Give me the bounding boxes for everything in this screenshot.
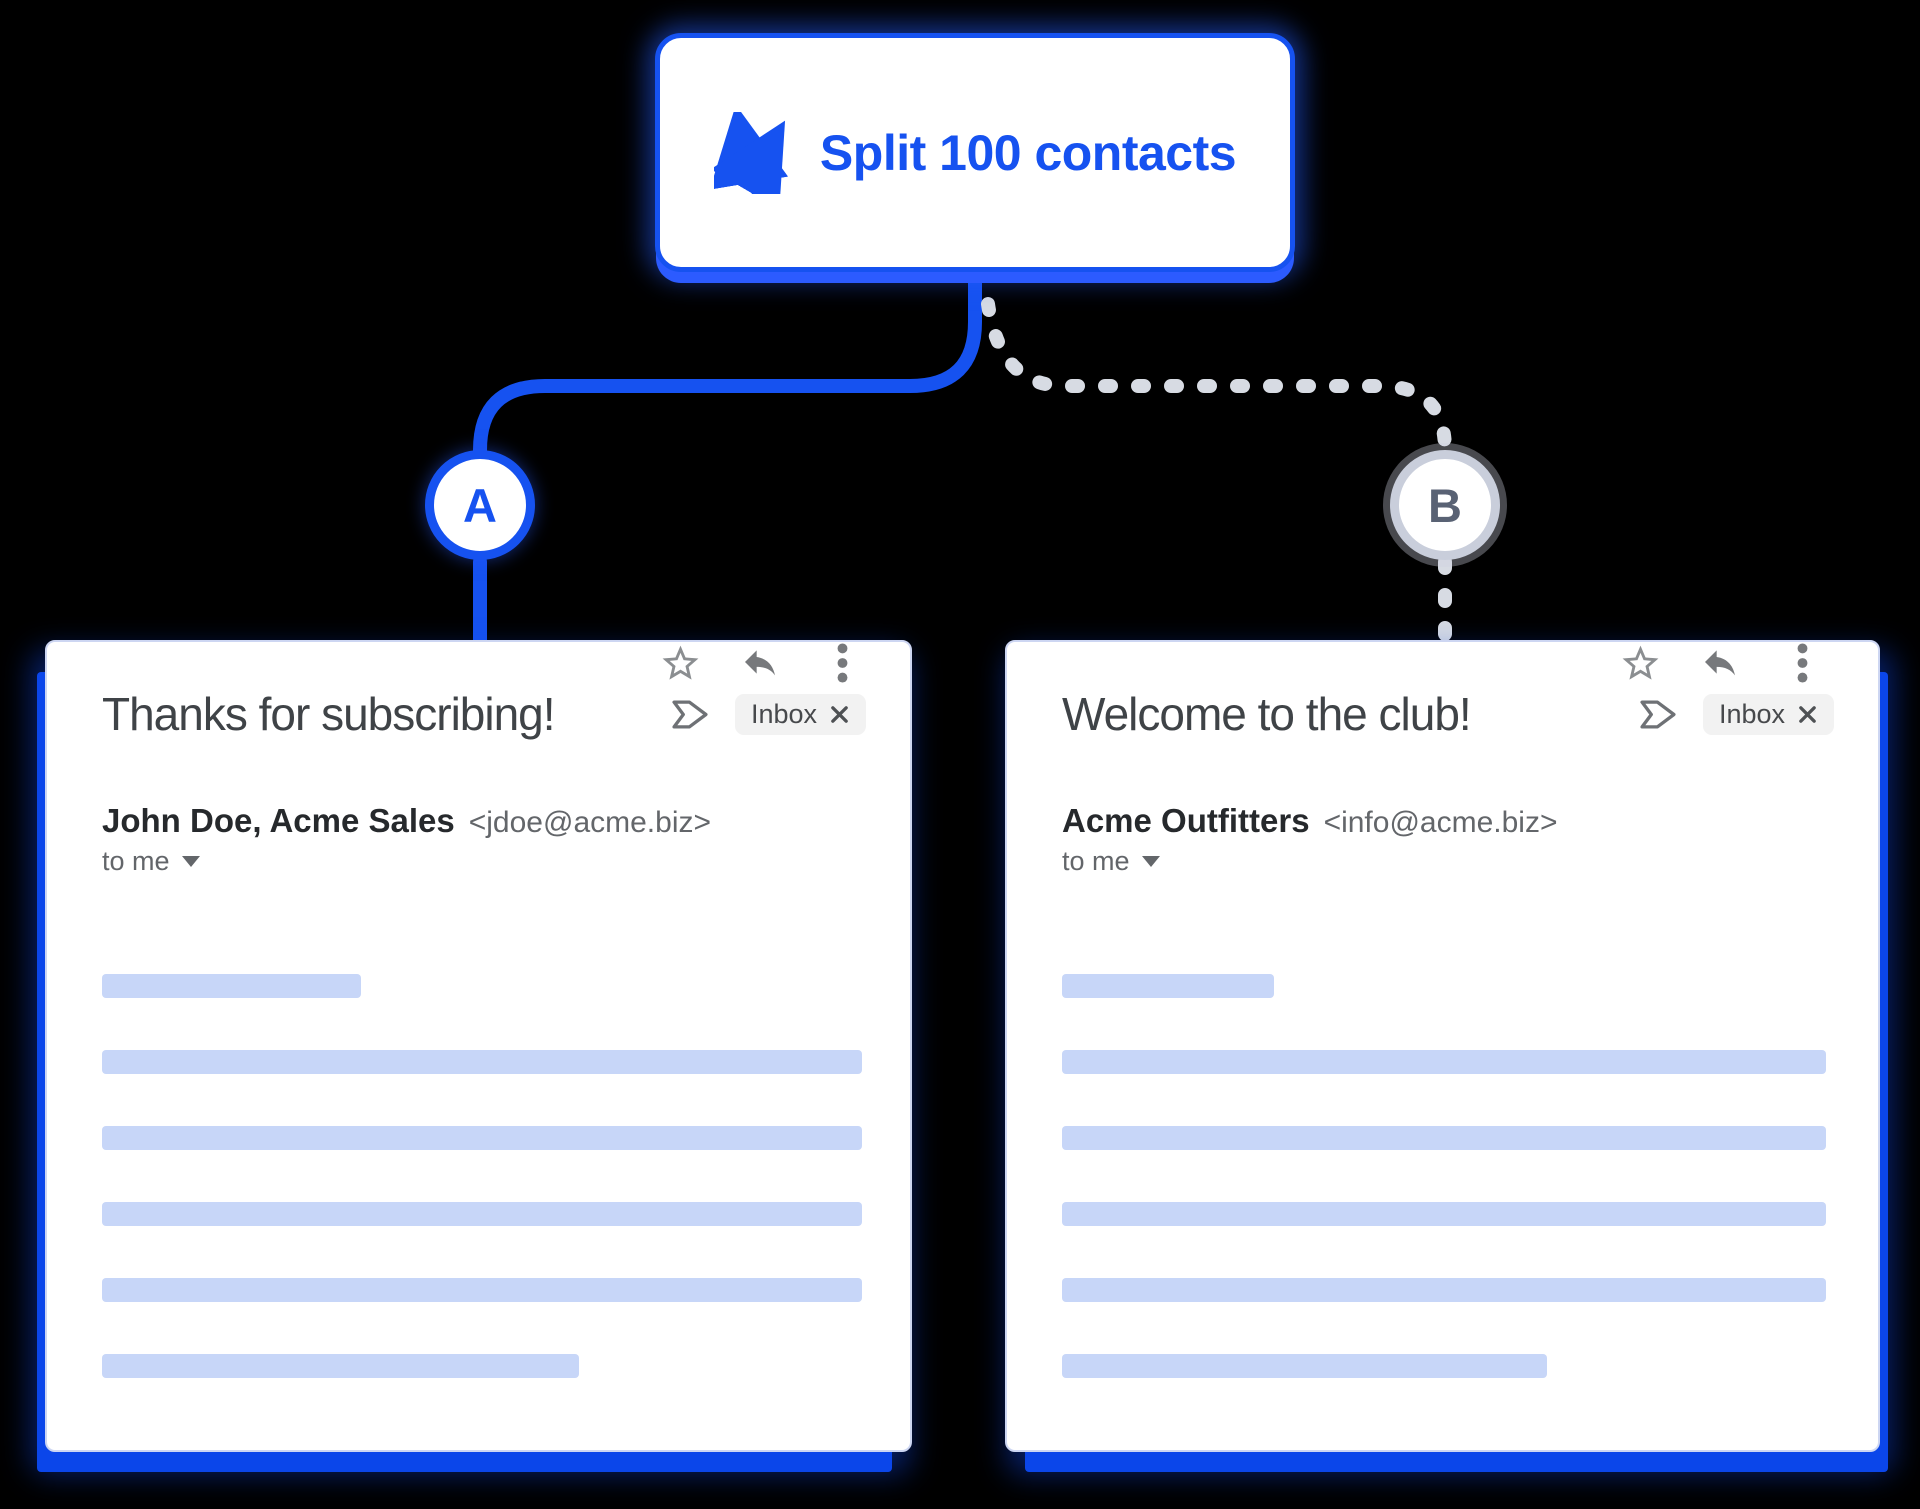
- recipient-row: to me: [102, 846, 200, 877]
- sender-name: John Doe, Acme Sales: [102, 802, 455, 839]
- placeholder-text-bar: [102, 1354, 579, 1378]
- close-icon[interactable]: [1797, 704, 1818, 725]
- branch-a-badge: A: [425, 450, 535, 560]
- sender-name: Acme Outfitters: [1062, 802, 1310, 839]
- email-body-placeholder: [1062, 974, 1826, 1430]
- split-arrows-icon: [713, 111, 789, 194]
- reply-icon[interactable]: [1699, 642, 1741, 682]
- placeholder-text-bar: [102, 1126, 862, 1150]
- sender-row: Acme Outfitters <info@acme.biz>: [1062, 802, 1557, 840]
- inbox-label-text: Inbox: [750, 698, 817, 729]
- branch-a-connector-line: [473, 265, 982, 457]
- branch-b-connector-line: [981, 297, 1452, 457]
- email-card-a: Thanks for subscribing! Inbox John Doe, …: [45, 640, 912, 1452]
- email-subject: Thanks for subscribing!: [102, 688, 556, 740]
- branch-b-label: B: [1428, 478, 1462, 532]
- branch-b-badge: B: [1390, 450, 1500, 560]
- more-options-icon[interactable]: [1796, 642, 1809, 684]
- split-node[interactable]: Split 100 contacts: [655, 33, 1295, 272]
- email-body-placeholder: [102, 974, 862, 1430]
- placeholder-text-bar: [1062, 1050, 1826, 1074]
- chevron-down-icon[interactable]: [181, 856, 200, 867]
- more-options-icon[interactable]: [836, 642, 849, 684]
- inbox-label-chip[interactable]: Inbox: [734, 693, 866, 735]
- reply-icon[interactable]: [739, 642, 781, 682]
- subject-actions: Inbox: [1640, 693, 1834, 735]
- subject-actions: Inbox: [672, 693, 866, 735]
- inbox-label-chip[interactable]: Inbox: [1702, 693, 1834, 735]
- chevron-down-icon[interactable]: [1141, 856, 1160, 867]
- importance-marker-icon[interactable]: [672, 700, 709, 729]
- inbox-label-text: Inbox: [1718, 698, 1785, 729]
- importance-marker-icon[interactable]: [1640, 700, 1677, 729]
- email-card-b: Welcome to the club! Inbox Acme Outfitte…: [1005, 640, 1880, 1452]
- placeholder-text-bar: [102, 1278, 862, 1302]
- subject-row: Welcome to the club! Inbox: [1062, 688, 1834, 741]
- placeholder-text-bar: [1062, 974, 1274, 998]
- placeholder-text-bar: [1062, 1126, 1826, 1150]
- star-icon[interactable]: [1618, 642, 1663, 685]
- recipient-row: to me: [1062, 846, 1160, 877]
- placeholder-text-bar: [1062, 1278, 1826, 1302]
- sender-email: <info@acme.biz>: [1323, 806, 1558, 839]
- subject-row: Thanks for subscribing! Inbox: [102, 688, 866, 741]
- email-subject: Welcome to the club!: [1062, 688, 1472, 740]
- sender-row: John Doe, Acme Sales <jdoe@acme.biz>: [102, 802, 711, 840]
- split-node-label: Split 100 contacts: [819, 124, 1237, 181]
- placeholder-text-bar: [102, 974, 361, 998]
- placeholder-text-bar: [102, 1050, 862, 1074]
- branch-a-label: A: [463, 478, 497, 532]
- sender-email: <jdoe@acme.biz>: [468, 806, 712, 839]
- recipient-text: to me: [102, 846, 170, 876]
- close-icon[interactable]: [829, 704, 850, 725]
- placeholder-text-bar: [1062, 1354, 1547, 1378]
- connector-lines: [473, 265, 1452, 655]
- recipient-text: to me: [1062, 846, 1130, 876]
- placeholder-text-bar: [102, 1202, 862, 1226]
- star-icon[interactable]: [658, 642, 703, 685]
- placeholder-text-bar: [1062, 1202, 1826, 1226]
